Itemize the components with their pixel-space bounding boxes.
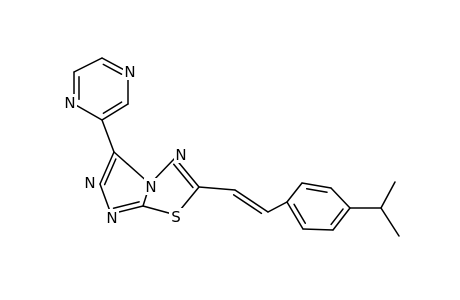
- atom-symbol: N: [84, 174, 95, 192]
- bond-bz-1: [286, 182, 303, 203]
- bond-bz-6: [286, 201, 304, 230]
- bond-pz-tz: [101, 119, 115, 153]
- atom-n-pz4: N: [63, 94, 77, 112]
- atom-symbol: N: [175, 146, 186, 164]
- atom-label-background: [123, 63, 137, 80]
- bond-bz-2: [301, 182, 332, 189]
- bond-bz-4: [332, 207, 351, 231]
- atom-symbol: N: [64, 94, 75, 112]
- bond-ipr-3: [380, 207, 400, 237]
- bond-pz-3: [101, 103, 129, 121]
- bond-tz-5-double: [103, 158, 117, 186]
- atom-n-tz-top: N: [144, 178, 158, 196]
- bond-bz-3: [330, 187, 351, 209]
- atom-label-background: [174, 146, 188, 163]
- bond-vinyl-2-double: [232, 194, 263, 215]
- bond-bz-5: [302, 228, 334, 231]
- atom-n-tz-left1: N: [83, 174, 97, 192]
- bond-bz-4-double: [330, 208, 344, 226]
- bond-pz-6: [73, 57, 103, 73]
- bonds: [73, 57, 400, 237]
- atom-n-td: N: [174, 146, 188, 164]
- bond-vinyl-3: [267, 201, 288, 213]
- atom-symbol: N: [145, 178, 156, 196]
- bond-pz-3-double: [102, 101, 123, 115]
- atom-s-td: S: [169, 208, 183, 226]
- bond-ipr-2: [380, 181, 396, 209]
- bond-td-2-double: [172, 163, 194, 189]
- bond-vinyl-2: [234, 189, 269, 213]
- atom-symbol: N: [124, 63, 135, 81]
- atom-symbol: S: [171, 208, 181, 226]
- bond-bz-2-double: [305, 187, 328, 193]
- atom-label-background: [83, 174, 97, 191]
- atom-label-background: [169, 208, 183, 225]
- atom-label-background: [144, 178, 158, 195]
- bond-tz-5: [99, 151, 115, 185]
- bond-pz-4: [73, 103, 103, 121]
- bond-tz-3-double: [112, 201, 140, 209]
- atom-n-tz-left2: N: [105, 209, 119, 227]
- bond-vinyl-1: [198, 186, 236, 191]
- bond-bz-6-double: [293, 203, 307, 224]
- atom-label-background: [63, 94, 77, 111]
- bond-pz-1-double: [102, 63, 123, 75]
- atom-n-pz1: N: [123, 63, 137, 81]
- atom-label-background: [105, 209, 119, 226]
- atom-symbol: N: [106, 209, 117, 227]
